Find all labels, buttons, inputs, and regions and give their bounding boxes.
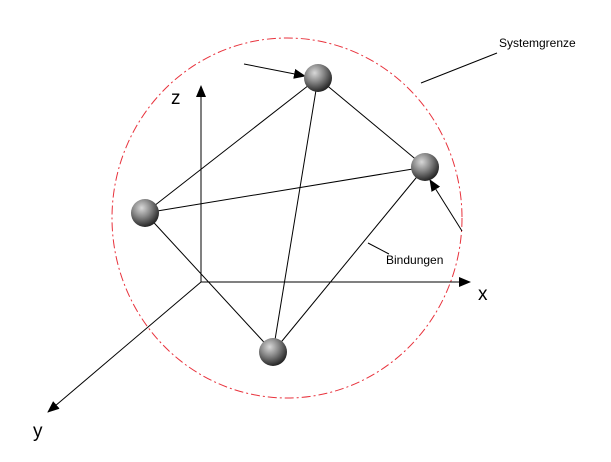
bonds-label: Bindungen — [386, 253, 443, 267]
particle-right — [411, 153, 439, 181]
bond-left-right — [144, 166, 426, 214]
particle-bottom — [259, 338, 287, 366]
y-axis-label: y — [33, 421, 43, 442]
pointer-arrow-right — [429, 179, 463, 232]
bond-lines — [144, 77, 426, 353]
bond-top-bottom — [272, 77, 319, 353]
bond-right-bottom — [272, 166, 426, 353]
bond-left-bottom — [144, 212, 274, 353]
x-axis-label: x — [478, 284, 488, 305]
system-boundary-circle — [111, 37, 463, 399]
system-boundary-leader — [420, 52, 498, 84]
particle-top — [304, 64, 332, 92]
system-boundary-label: Systemgrenze — [499, 36, 576, 50]
bond-top-right — [317, 77, 426, 168]
bond-top-left — [144, 77, 319, 214]
z-axis-label: z — [171, 88, 181, 109]
y-axis — [47, 281, 202, 413]
particle-left — [131, 199, 159, 227]
bonds-leader — [367, 242, 390, 255]
pointer-arrow-top — [243, 63, 306, 79]
